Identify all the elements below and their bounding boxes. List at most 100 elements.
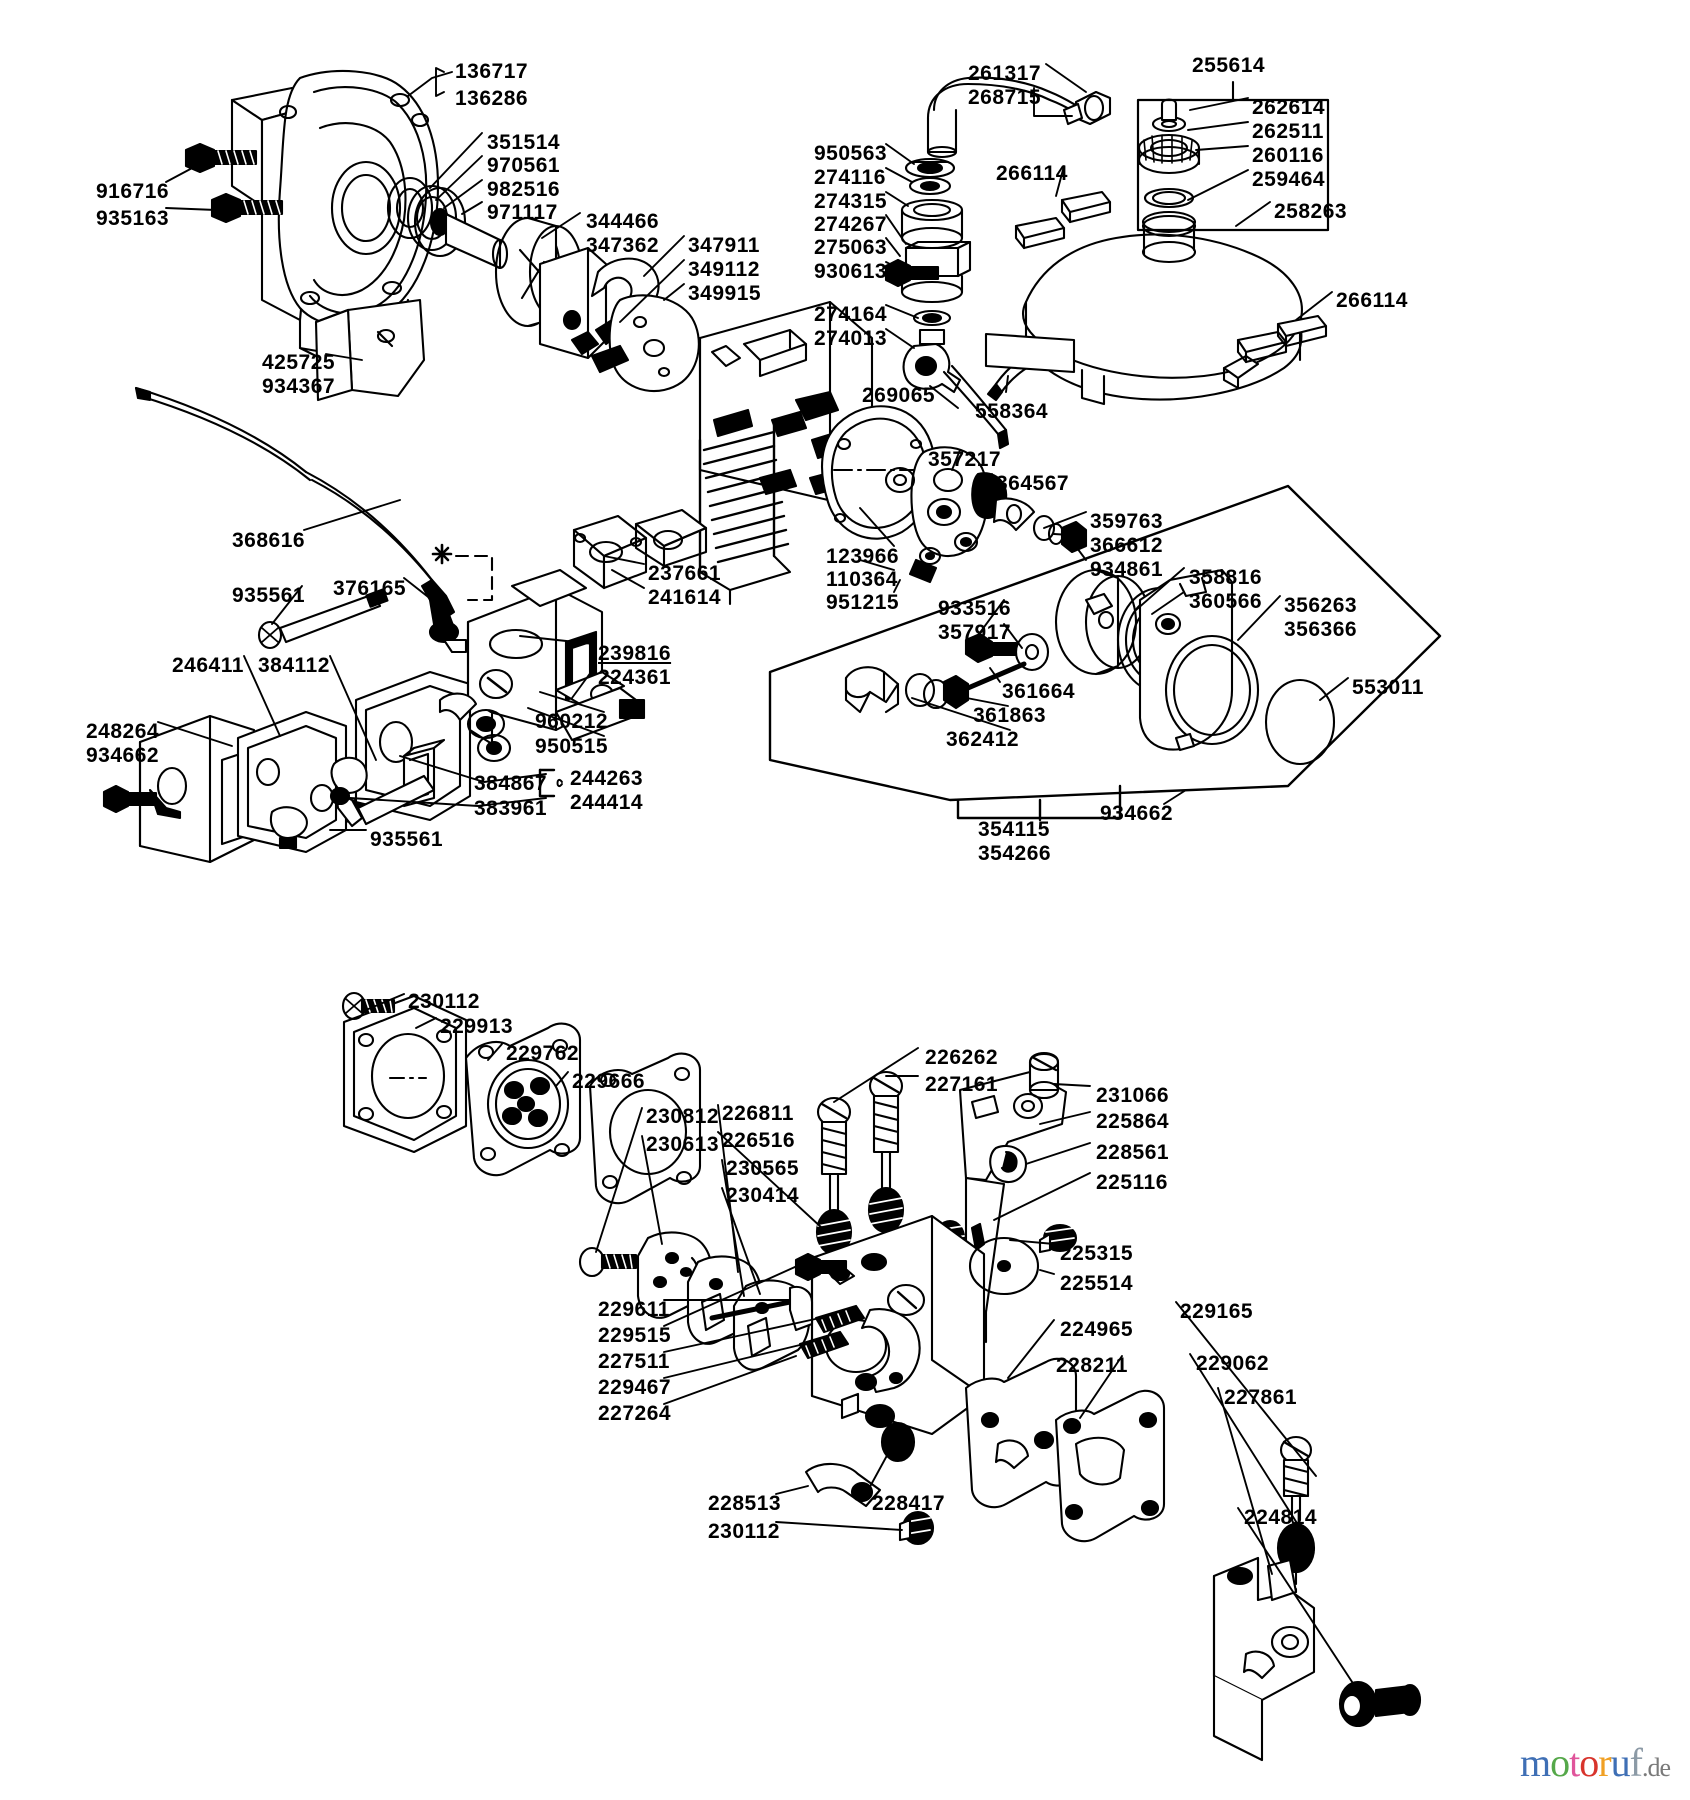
- part-number-934662: 934662: [86, 744, 160, 767]
- part-number-368616: 368616: [232, 529, 306, 552]
- part-number-136286: 136286: [455, 87, 529, 110]
- part-number-356366: 356366: [1284, 618, 1358, 641]
- part-number-553011: 553011: [1352, 676, 1424, 699]
- bolt-916716: [184, 142, 258, 174]
- engine-block-drawing: [572, 300, 937, 606]
- part-number-934662: 934662: [1100, 802, 1174, 825]
- part-number-259464: 259464: [1252, 168, 1326, 191]
- part-number-244414: 244414: [570, 791, 644, 814]
- part-number-227264: 227264: [598, 1402, 672, 1425]
- part-number-354266: 354266: [978, 842, 1052, 865]
- part-number-358816: 358816: [1189, 566, 1263, 589]
- part-number-229062: 229062: [1196, 1352, 1270, 1375]
- part-number-269065: 269065: [862, 384, 936, 407]
- part-number-349915: 349915: [688, 282, 762, 305]
- part-number-248264: 248264: [86, 720, 160, 743]
- part-number-227861: 227861: [1224, 1386, 1298, 1409]
- screw-225315: [1038, 1223, 1078, 1254]
- throttle-cable-drawing: [102, 386, 494, 864]
- part-number-255614: 255614: [1192, 54, 1266, 77]
- part-number-935561: 935561: [370, 828, 444, 851]
- part-number-260116: 260116: [1252, 144, 1324, 167]
- part-number-361664: 361664: [1002, 680, 1076, 703]
- ignition-module-drawing: [768, 446, 1442, 802]
- part-number-933516: 933516: [938, 597, 1012, 620]
- part-number-934367: 934367: [262, 375, 336, 398]
- part-number-229913: 229913: [440, 1015, 514, 1038]
- screw-230112-bottom: [898, 1510, 935, 1546]
- part-number-356263: 356263: [1284, 594, 1358, 617]
- asterisk-marker-1: [431, 543, 453, 565]
- part-number-357217: 357217: [928, 448, 1002, 471]
- watermark-letter: u: [1610, 1740, 1631, 1785]
- part-number-225514: 225514: [1060, 1272, 1134, 1295]
- part-number-244263: 244263: [570, 767, 644, 790]
- part-number-230613: 230613: [646, 1133, 720, 1156]
- part-number-349112: 349112: [688, 258, 760, 281]
- part-number-110364: 110364: [826, 568, 898, 591]
- part-number-362412: 362412: [946, 728, 1020, 751]
- part-number-226811: 226811: [722, 1102, 794, 1125]
- part-number-274164: 274164: [814, 303, 888, 326]
- part-number-226262: 226262: [925, 1046, 999, 1069]
- watermark-letter: o: [1579, 1740, 1599, 1785]
- part-number-241614: 241614: [648, 586, 722, 609]
- watermark-letter: m: [1520, 1740, 1551, 1785]
- part-number-344466: 344466: [586, 210, 660, 233]
- part-number-558364: 558364: [975, 400, 1049, 423]
- part-number-229666: 229666: [572, 1070, 646, 1093]
- part-number-359763: 359763: [1090, 510, 1164, 533]
- fuel-valve-stack-drawing: [884, 76, 1112, 450]
- part-number-230112: 230112: [408, 990, 480, 1013]
- part-number-935561: 935561: [232, 584, 306, 607]
- part-number-916716: 916716: [96, 180, 170, 203]
- bolt-935163: [210, 192, 284, 224]
- bolt-224814: [1338, 1680, 1422, 1728]
- part-number-262511: 262511: [1252, 120, 1324, 143]
- part-number-229515: 229515: [598, 1324, 672, 1347]
- part-number-361863: 361863: [973, 704, 1047, 727]
- watermark-letter: f: [1629, 1740, 1643, 1785]
- part-number-227511: 227511: [598, 1350, 670, 1373]
- part-number-347362: 347362: [586, 234, 660, 257]
- part-number-383961: 383961: [474, 797, 548, 820]
- watermark-letter: r: [1598, 1740, 1611, 1785]
- screw-230812: [578, 1246, 638, 1278]
- part-number-229165: 229165: [1180, 1300, 1254, 1323]
- part-number-384867: 384867: [474, 772, 548, 795]
- part-number-261317: 261317: [968, 62, 1042, 85]
- screw-935561-top: [257, 588, 389, 650]
- part-number-951215: 951215: [826, 591, 900, 614]
- part-number-225864: 225864: [1096, 1110, 1170, 1133]
- watermark: motoruf.de: [1520, 1739, 1671, 1786]
- carburetor-detail-drawing: [341, 991, 1422, 1762]
- part-number-230812: 230812: [646, 1105, 720, 1128]
- part-number-226516: 226516: [722, 1129, 796, 1152]
- part-number-950515: 950515: [535, 735, 609, 758]
- part-number-136717: 136717: [455, 60, 529, 83]
- part-number-347911: 347911: [688, 234, 760, 257]
- part-number-930613: 930613: [814, 260, 888, 283]
- part-number-228211: 228211: [1056, 1354, 1128, 1377]
- part-number-230565: 230565: [726, 1157, 800, 1180]
- part-number-224361: 224361: [598, 666, 672, 689]
- leader-lines: [157, 63, 1361, 1695]
- watermark-letter: t: [1569, 1740, 1580, 1785]
- watermark-suffix: .de: [1641, 1753, 1671, 1782]
- part-number-228513: 228513: [708, 1492, 782, 1515]
- part-number-258263: 258263: [1274, 200, 1348, 223]
- part-number-229611: 229611: [598, 1298, 670, 1321]
- watermark-letter: o: [1550, 1740, 1570, 1785]
- part-number-425725: 425725: [262, 351, 336, 374]
- part-number-376165: 376165: [333, 577, 407, 600]
- part-number-230414: 230414: [726, 1184, 800, 1207]
- part-number-225116: 225116: [1096, 1171, 1168, 1194]
- part-number-971117: 971117: [487, 201, 558, 224]
- part-number-246411: 246411: [172, 654, 244, 677]
- part-number-228561: 228561: [1096, 1141, 1170, 1164]
- part-number-274267: 274267: [814, 213, 888, 236]
- part-number-274013: 274013: [814, 327, 888, 350]
- part-number-357917: 357917: [938, 621, 1012, 644]
- part-number-366612: 366612: [1090, 534, 1164, 557]
